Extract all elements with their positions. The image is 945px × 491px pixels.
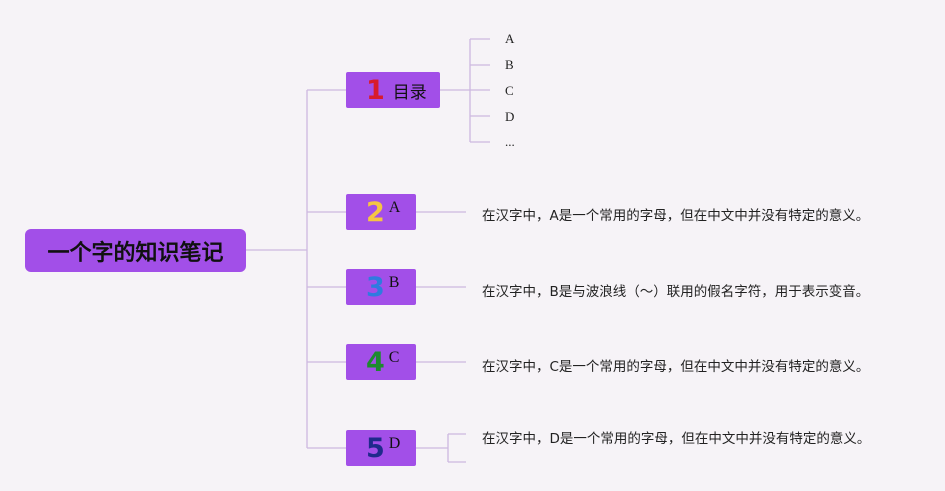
branch-node-5[interactable]: 5 D bbox=[346, 430, 416, 466]
branch-label-1: 目录 bbox=[392, 82, 427, 103]
branch-number-5: 5 bbox=[366, 432, 385, 464]
branch-label-3: B bbox=[388, 274, 400, 291]
note-c[interactable]: 在汉字中，C是一个常用的字母，但在中文中并没有特定的意义。 bbox=[482, 359, 870, 375]
note-d[interactable]: 在汉字中，D是一个常用的字母，但在中文中并没有特定的意义。 bbox=[482, 431, 871, 447]
note-a[interactable]: 在汉字中，A是一个常用的字母，但在中文中并没有特定的意义。 bbox=[482, 208, 870, 224]
branch-node-2[interactable]: 2 A bbox=[346, 194, 416, 230]
branch-label-2: A bbox=[388, 199, 401, 216]
branch-number-2: 2 bbox=[366, 196, 385, 228]
branch-number-4: 4 bbox=[366, 346, 385, 378]
root-node[interactable]: 一个字的知识笔记 bbox=[25, 229, 246, 272]
branch-label-5: D bbox=[388, 435, 401, 452]
root-title: 一个字的知识笔记 bbox=[47, 240, 224, 266]
toc-item-b[interactable]: B bbox=[505, 57, 514, 72]
branch-node-4[interactable]: 4 C bbox=[346, 344, 416, 380]
branch-node-1[interactable]: 1 目录 bbox=[346, 72, 440, 108]
toc-item-d[interactable]: D bbox=[505, 109, 515, 124]
toc-item-more[interactable]: ... bbox=[505, 134, 515, 149]
toc-item-a[interactable]: A bbox=[505, 31, 515, 46]
branch-number-1: 1 bbox=[366, 74, 385, 106]
note-b[interactable]: 在汉字中，B是与波浪线（〜）联用的假名字符，用于表示变音。 bbox=[482, 284, 870, 300]
branch-number-3: 3 bbox=[366, 271, 385, 303]
branch-label-4: C bbox=[388, 349, 400, 366]
branch-node-3[interactable]: 3 B bbox=[346, 269, 416, 305]
toc-item-c[interactable]: C bbox=[505, 83, 514, 98]
